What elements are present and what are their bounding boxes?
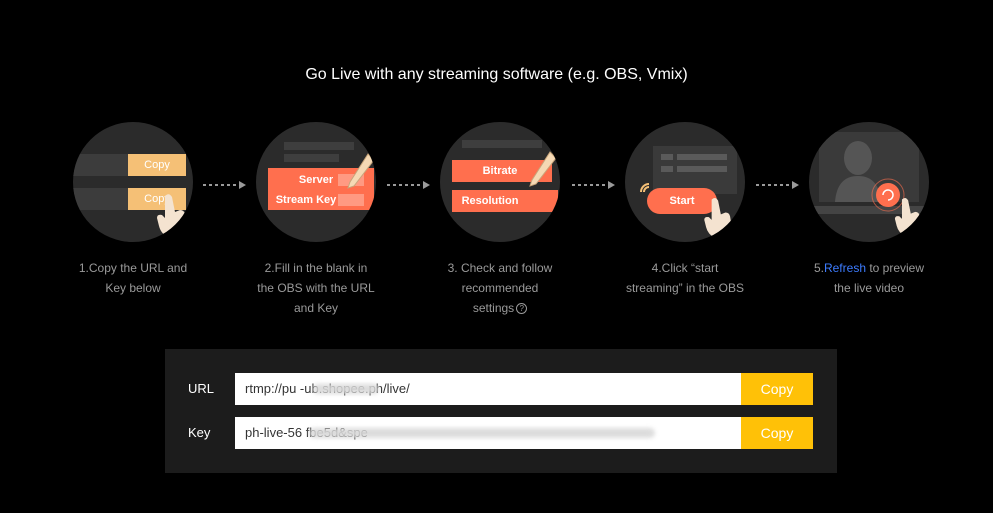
step-5-caption: 5.Refresh to preview the live video xyxy=(813,261,925,295)
key-row: Key ph-live-56 fbe5d&spe Copy xyxy=(165,417,837,449)
start-shape: Start xyxy=(647,188,717,214)
obs-line xyxy=(677,166,727,172)
step-refresh: 5.Refresh to preview the live video xyxy=(789,122,949,298)
step-4-illustration: Start xyxy=(625,122,745,242)
url-field-shape xyxy=(73,154,128,176)
arrow-right-icon xyxy=(387,181,430,189)
step-settings: Bitrate Resolution 3. Check and follow r… xyxy=(420,122,580,318)
pencil-icon xyxy=(347,153,375,189)
hand-pointer-icon xyxy=(704,198,732,239)
key-field[interactable]: ph-live-56 fbe5d&spe xyxy=(235,417,741,449)
obs-line xyxy=(677,154,727,160)
key-field-shape xyxy=(338,194,364,206)
url-label: URL xyxy=(188,381,215,396)
server-label: Server xyxy=(298,174,334,186)
step-2-caption: 2.Fill in the blank in the OBS with the … xyxy=(257,261,375,315)
obs-line xyxy=(284,154,339,162)
step-3-caption: 3. Check and follow recommended settings… xyxy=(447,261,553,315)
page-title: Go Live with any streaming software (e.g… xyxy=(305,66,688,83)
person-silhouette-icon xyxy=(835,141,881,202)
obs-line xyxy=(661,166,673,172)
url-field[interactable]: rtmp://pu -ub.shopee.ph/live/ xyxy=(235,373,741,405)
pencil-icon xyxy=(529,151,557,187)
hand-pointer-icon xyxy=(894,197,922,237)
signal-icon xyxy=(640,183,650,193)
stream-key-label: Stream Key xyxy=(275,194,337,206)
redaction-blur xyxy=(313,384,379,394)
step-5-illustration xyxy=(809,122,929,242)
step-start: Start 4.Click “start streaming” in the O… xyxy=(605,122,765,298)
refresh-link[interactable]: Refresh xyxy=(823,261,866,275)
key-field-shape xyxy=(73,188,128,210)
copy-key-button[interactable]: Copy xyxy=(741,417,813,449)
url-row: URL rtmp://pu -ub.shopee.ph/live/ Copy xyxy=(165,373,837,405)
obs-line xyxy=(462,140,542,148)
step-1-illustration: Copy Copy xyxy=(73,122,193,242)
key-label: Key xyxy=(188,425,211,440)
help-circle-icon[interactable]: ? xyxy=(516,303,528,315)
arrow-right-icon xyxy=(572,181,615,189)
redaction-blur xyxy=(309,428,655,438)
step-1-caption: 1.Copy the URL and Key below xyxy=(78,261,188,295)
step-2-illustration: Server Stream Key xyxy=(256,122,376,242)
resolution-label: Resolution xyxy=(461,195,519,207)
obs-line xyxy=(284,142,354,150)
refresh-icon xyxy=(871,178,905,212)
step-4-caption: 4.Click “start streaming” in the OBS xyxy=(625,261,745,295)
progress-line xyxy=(809,206,929,214)
copy-shape-1: Copy xyxy=(128,154,186,176)
resolution-shape: Resolution xyxy=(452,190,558,212)
step-fill: Server Stream Key 2.Fill in the blank in… xyxy=(236,122,396,318)
obs-line xyxy=(661,154,673,160)
hand-pointer-icon xyxy=(157,194,187,238)
arrow-right-icon xyxy=(756,181,799,189)
bitrate-label: Bitrate xyxy=(482,165,518,177)
arrow-right-icon xyxy=(203,181,246,189)
stream-credentials-panel: URL rtmp://pu -ub.shopee.ph/live/ Copy K… xyxy=(165,349,837,473)
copy-url-button[interactable]: Copy xyxy=(741,373,813,405)
bitrate-shape: Bitrate xyxy=(452,160,552,182)
step-copy: Copy Copy 1.Copy the URL and Key below xyxy=(53,122,213,298)
step-3-illustration: Bitrate Resolution xyxy=(440,122,560,242)
